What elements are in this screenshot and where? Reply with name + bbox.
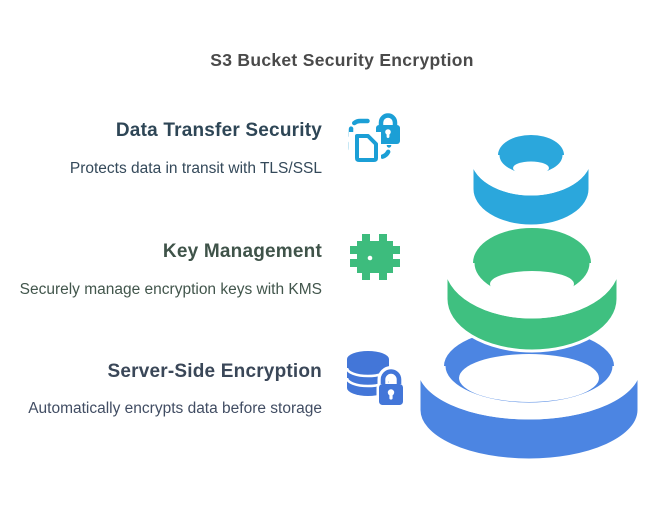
ring-top — [470, 135, 592, 228]
ring-bottom — [417, 328, 641, 462]
chip-key-icon — [347, 229, 403, 290]
section-heading-server-side-encryption: Server-Side Encryption — [107, 361, 322, 382]
section-description-data-transfer-security: Protects data in transit with TLS/SSL — [69, 160, 322, 177]
page-title: S3 Bucket Security Encryption — [210, 50, 474, 70]
section-description-key-management: Securely manage encryption keys with KMS — [19, 281, 322, 298]
section-heading-key-management: Key Management — [162, 241, 322, 262]
database-lock-icon — [343, 348, 409, 413]
document-lock-transfer-icon — [344, 106, 402, 169]
ring-middle — [444, 228, 620, 353]
stacked-rings-illustration — [405, 104, 655, 481]
section-heading-data-transfer-security: Data Transfer Security — [115, 120, 322, 141]
section-description-server-side-encryption: Automatically encrypts data before stora… — [28, 400, 322, 417]
